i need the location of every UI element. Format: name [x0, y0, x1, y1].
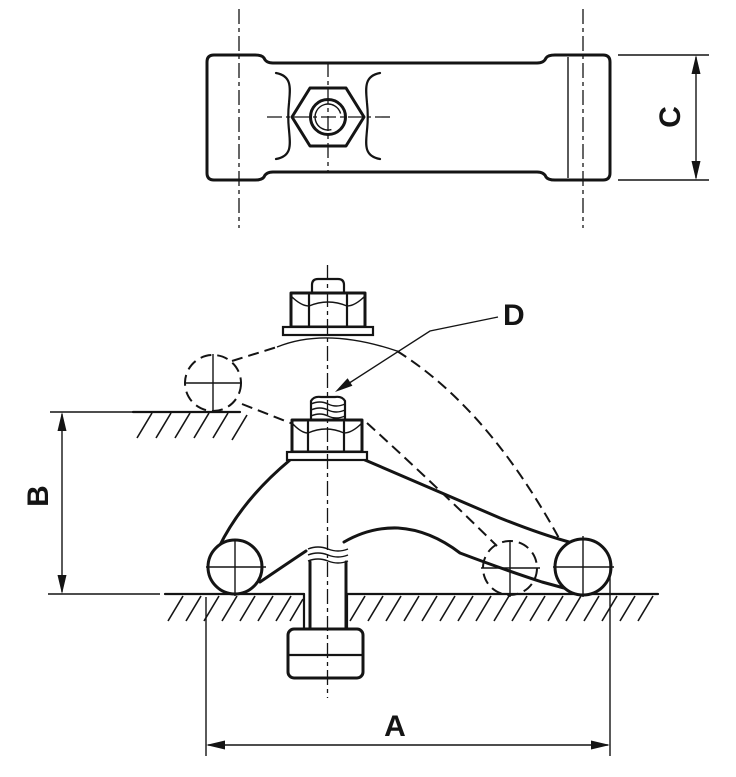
leader-d: D: [335, 299, 525, 392]
ground-surface: [163, 592, 660, 631]
dimension-label-a: A: [384, 710, 406, 743]
dimension-label-b: B: [22, 485, 55, 507]
phantom-link-left-top: [231, 346, 278, 362]
ground-hatch: [167, 595, 654, 622]
workpiece-hatch: [136, 412, 248, 441]
dimension-c: C: [618, 54, 709, 181]
dim-b-arrow-bottom: [57, 575, 67, 594]
front-view: [131, 265, 660, 698]
arm-bottom-right-edge: [342, 526, 566, 590]
dim-b-arrow-top: [57, 412, 67, 431]
workpiece-surface: [131, 410, 248, 441]
dim-a-arrow-right: [591, 740, 610, 750]
phantom-arm-top-edge: [396, 350, 561, 541]
leader-d-arrow: [335, 378, 353, 392]
arm-top-right-edge: [363, 458, 571, 544]
leader-d-line: [339, 316, 499, 390]
dim-c-arrow-top: [691, 55, 701, 74]
bolt-head: [286, 627, 365, 680]
clamp-arm: [217, 458, 571, 590]
t-slot-bolt: [286, 546, 365, 680]
clamp-bar-outline: [205, 53, 612, 182]
phantom-link-left-bottom: [241, 403, 294, 425]
raised-position-phantom: [184, 346, 561, 597]
dim-a-arrow-left: [206, 740, 225, 750]
dimension-label-c: C: [654, 106, 687, 128]
phantom-arm-bottom-edge: [366, 422, 498, 547]
arm-bottom-left-edge: [258, 549, 308, 584]
dimension-b: B: [22, 411, 160, 595]
dimension-a: A: [205, 562, 611, 756]
clamp-nut-chamfer: [291, 422, 363, 434]
arm-top-left-edge: [217, 458, 292, 549]
raised-arm-dome: [276, 337, 398, 352]
thread-arc: [314, 103, 342, 131]
detail-label-d: D: [503, 299, 525, 332]
dim-c-arrow-bottom: [691, 161, 701, 180]
top-view: [205, 9, 612, 228]
